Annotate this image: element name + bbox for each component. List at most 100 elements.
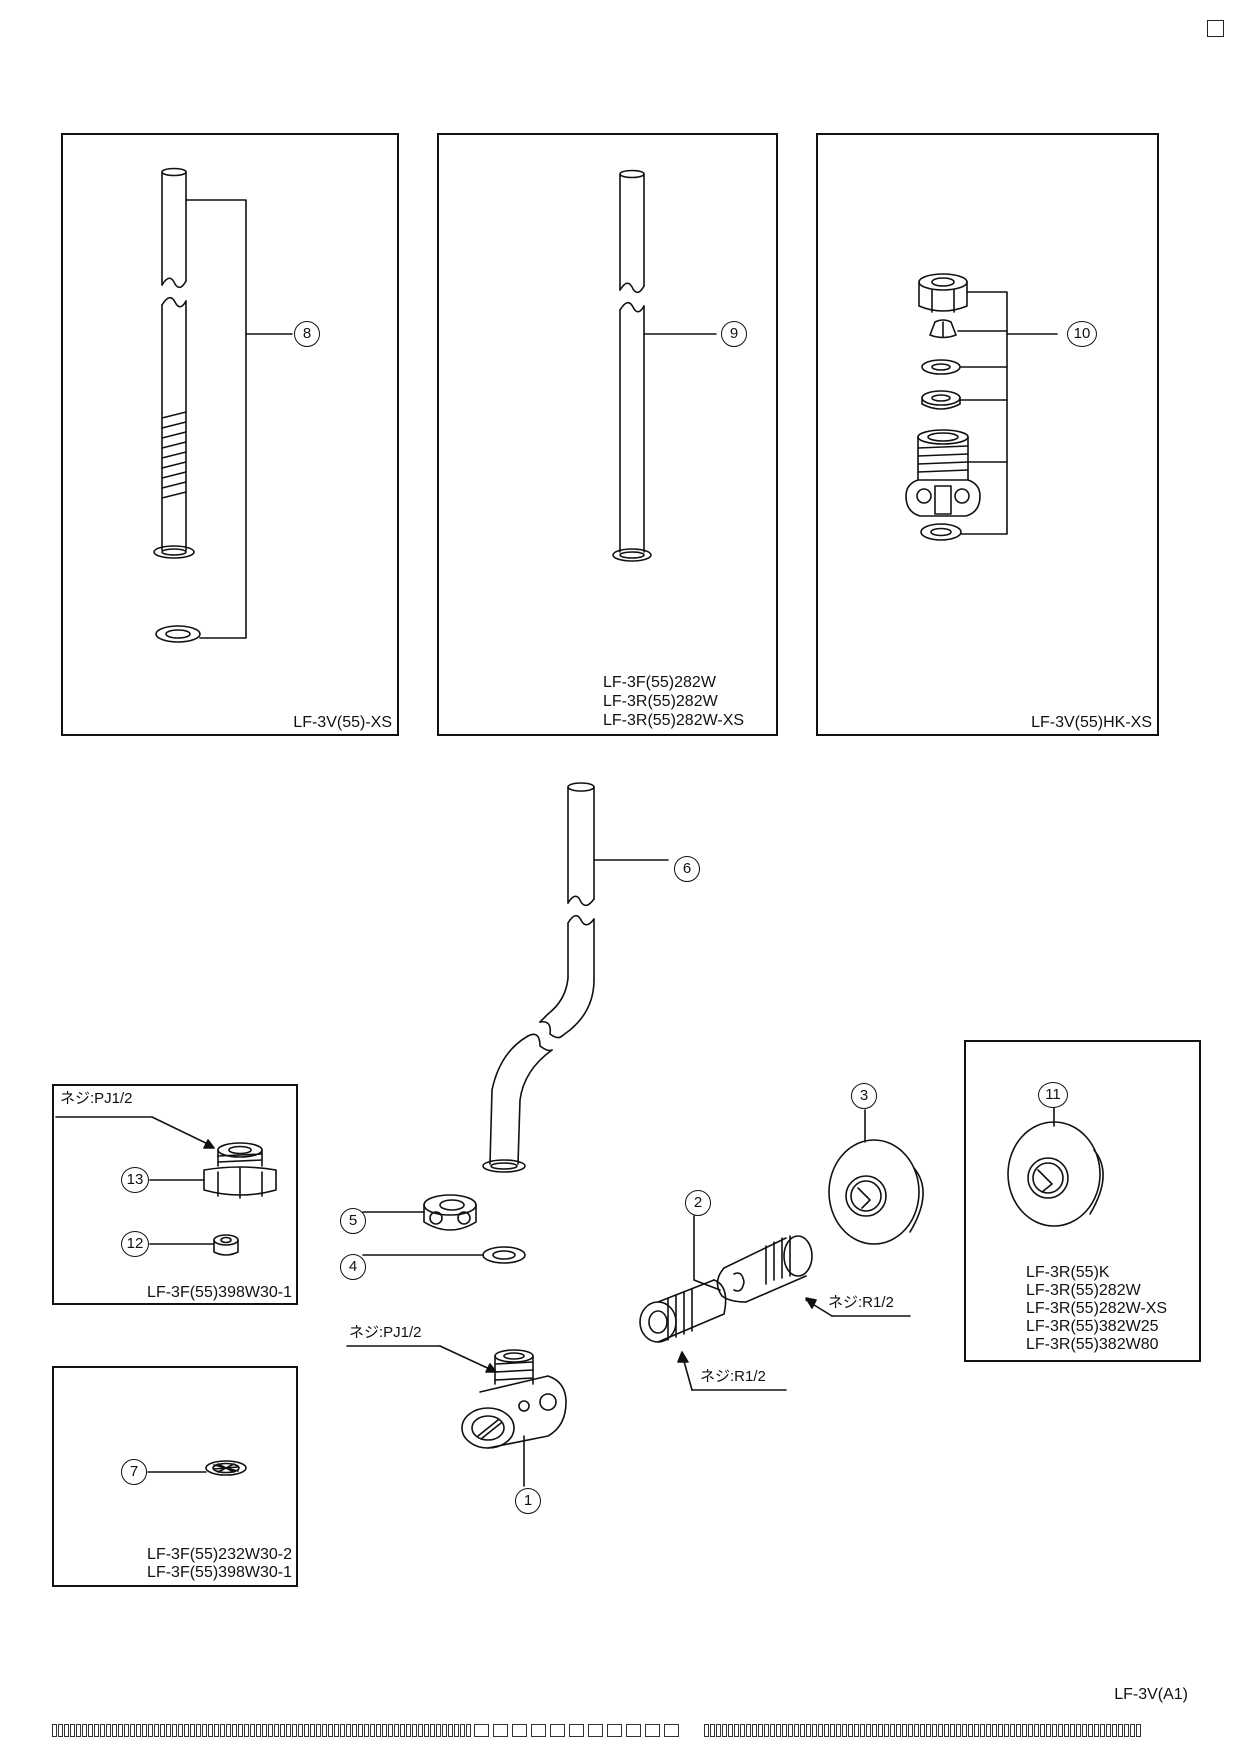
footer-strip-cell <box>512 1724 527 1737</box>
callout-8-leader <box>185 199 293 639</box>
callout-2-leader <box>693 1215 721 1291</box>
footer-strip-cell <box>782 1724 787 1737</box>
footer-strip-cell <box>388 1724 393 1737</box>
footer-strip-cell <box>460 1724 465 1737</box>
footer-strip-cell <box>370 1724 375 1737</box>
thread-nipple-lower-leader <box>677 1351 787 1391</box>
strainer-drawing <box>205 1460 247 1476</box>
footer-strip-cell <box>250 1724 255 1737</box>
footer-strip-cell <box>734 1724 739 1737</box>
footer-strip-cell <box>244 1724 249 1737</box>
footer-strip-cell <box>1070 1724 1075 1737</box>
footer-strip-cell <box>1058 1724 1063 1737</box>
panel-f-frame <box>964 1040 1201 1362</box>
footer-strip-cell <box>824 1724 829 1737</box>
panel-a-model: LF-3V(55)-XS <box>293 714 392 731</box>
footer-strip-middle <box>474 1724 683 1737</box>
footer-strip-cell <box>1046 1724 1051 1737</box>
footer-strip-cell <box>466 1724 471 1737</box>
footer-strip-cell <box>722 1724 727 1737</box>
footer-strip-cell <box>232 1724 237 1737</box>
footer-strip-cell <box>1022 1724 1027 1737</box>
callout-3: 3 <box>851 1083 877 1109</box>
footer-strip-cell <box>908 1724 913 1737</box>
footer-strip-cell <box>878 1724 883 1737</box>
footer-strip-cell <box>710 1724 715 1737</box>
footer-strip-cell <box>214 1724 219 1737</box>
footer-strip-cell <box>280 1724 285 1737</box>
panel-e-model-1: LF-3F(55)232W30-2 <box>147 1546 292 1563</box>
footer-strip-cell <box>474 1724 489 1737</box>
fitting-set-drawing <box>905 273 981 541</box>
thread-nipple-upper-leader <box>805 1297 911 1317</box>
panel-d-model: LF-3F(55)398W30-1 <box>147 1284 292 1301</box>
footer-strip-cell <box>154 1724 159 1737</box>
footer-strip-cell <box>1136 1724 1141 1737</box>
footer-strip-cell <box>569 1724 584 1737</box>
footer-strip-cell <box>1052 1724 1057 1737</box>
footer-strip-cell <box>298 1724 303 1737</box>
footer-strip-cell <box>376 1724 381 1737</box>
footer-strip-cell <box>607 1724 622 1737</box>
footer-strip-cell <box>346 1724 351 1737</box>
footer-strip-cell <box>340 1724 345 1737</box>
footer-strip-cell <box>896 1724 901 1737</box>
footer-strip-cell <box>806 1724 811 1737</box>
footer-strip-cell <box>728 1724 733 1737</box>
footer-strip-cell <box>800 1724 805 1737</box>
footer-strip-cell <box>358 1724 363 1737</box>
thread-tee-leader <box>346 1345 497 1373</box>
footer-strip-cell <box>328 1724 333 1737</box>
footer-strip-cell <box>334 1724 339 1737</box>
footer-strip-cell <box>902 1724 907 1737</box>
thread-nipple-lower-label: ネジ:R1/2 <box>700 1368 766 1385</box>
footer-strip-cell <box>493 1724 508 1737</box>
footer-strip-cell <box>64 1724 69 1737</box>
footer-strip-cell <box>962 1724 967 1737</box>
thread-tee-label: ネジ:PJ1/2 <box>349 1324 422 1341</box>
footer-strip-cell <box>310 1724 315 1737</box>
footer-strip-cell <box>986 1724 991 1737</box>
panel-f-model-2: LF-3R(55)282W <box>1026 1282 1141 1299</box>
footer-strip-cell <box>1034 1724 1039 1737</box>
footer-strip-cell <box>1100 1724 1105 1737</box>
footer-strip-cell <box>100 1724 105 1737</box>
footer-strip-cell <box>442 1724 447 1737</box>
footer-strip-cell <box>184 1724 189 1737</box>
footer-strip-cell <box>1124 1724 1129 1737</box>
footer-strip-cell <box>938 1724 943 1737</box>
footer-strip-cell <box>430 1724 435 1737</box>
panel-d-frame <box>52 1084 298 1305</box>
callout-9: 9 <box>721 321 747 347</box>
footer-strip-cell <box>818 1724 823 1737</box>
footer-strip-cell <box>550 1724 565 1737</box>
footer-strip-cell <box>740 1724 745 1737</box>
footer-strip-cell <box>704 1724 709 1737</box>
escutcheon-f-drawing <box>1007 1121 1104 1227</box>
footer-strip-cell <box>1118 1724 1123 1737</box>
footer-strip-cell <box>106 1724 111 1737</box>
footer-strip-cell <box>920 1724 925 1737</box>
footer-strip-cell <box>394 1724 399 1737</box>
footer-strip-right <box>704 1724 1142 1737</box>
footer-strip-cell <box>352 1724 357 1737</box>
footer-strip-cell <box>172 1724 177 1737</box>
footer-strip-cell <box>160 1724 165 1737</box>
footer-strip-cell <box>448 1724 453 1737</box>
panel-c-frame <box>816 133 1159 736</box>
panel-e-model-2: LF-3F(55)398W30-1 <box>147 1564 292 1581</box>
footer-strip-cell <box>364 1724 369 1737</box>
footer-strip-cell <box>914 1724 919 1737</box>
footer-strip-cell <box>998 1724 1003 1737</box>
footer-strip-cell <box>812 1724 817 1737</box>
footer-strip-cell <box>70 1724 75 1737</box>
footer-strip-cell <box>842 1724 847 1737</box>
footer-strip-cell <box>454 1724 459 1737</box>
footer-strip-cell <box>776 1724 781 1737</box>
footer-strip-cell <box>412 1724 417 1737</box>
footer-strip-cell <box>770 1724 775 1737</box>
footer-strip-cell <box>980 1724 985 1737</box>
footer-strip-cell <box>968 1724 973 1737</box>
footer-strip-cell <box>148 1724 153 1737</box>
footer-strip-cell <box>76 1724 81 1737</box>
